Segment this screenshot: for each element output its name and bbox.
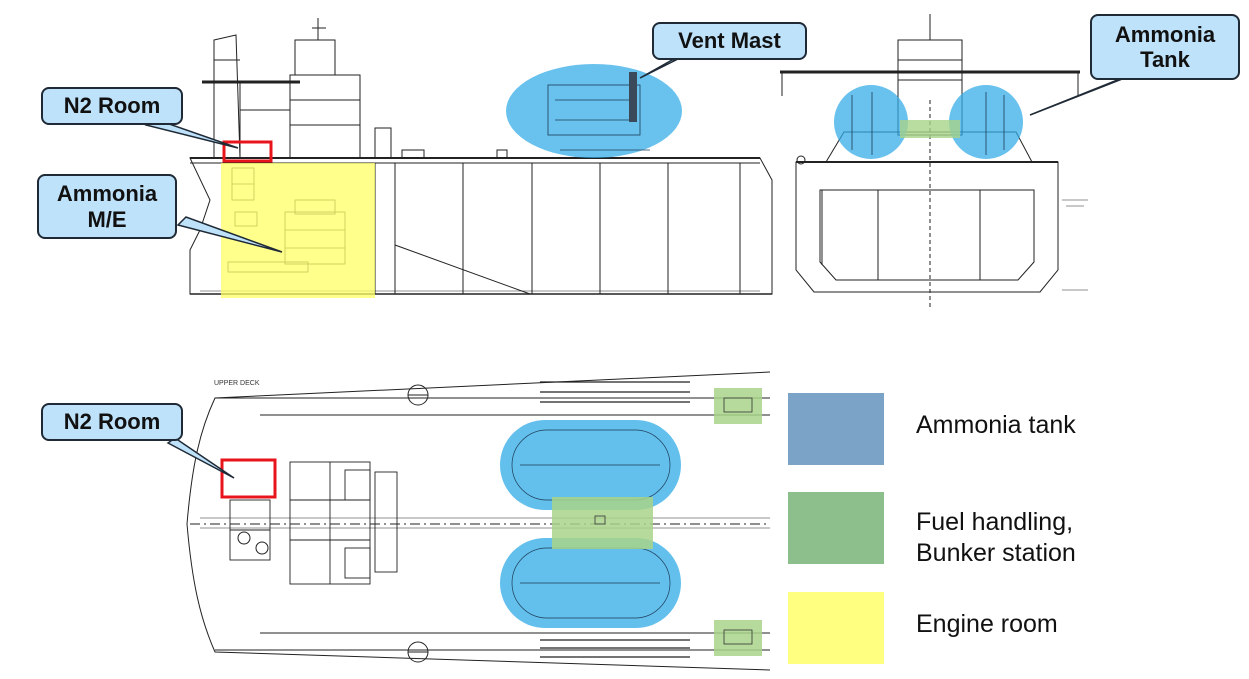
bulkheads: [374, 163, 741, 294]
ammonia-tanks-plan: [500, 420, 681, 628]
fuel-handling-room-plan: [552, 497, 653, 549]
legend-swatch-fuel-handling: [788, 492, 884, 564]
plan-accommodation: [229, 461, 398, 585]
vent-mast-callout: Vent Mast: [652, 22, 807, 60]
legend-swatch-ammonia-tank: [788, 393, 884, 465]
funnel: [213, 34, 241, 159]
plan-view: [186, 371, 771, 671]
ammonia-me-callout: Ammonia M/E: [37, 174, 177, 239]
n2-room-callout-plan: N2 Room: [41, 403, 183, 441]
legend-swatch-engine-room: [788, 592, 884, 664]
fuel-handling-section: [900, 120, 960, 138]
callout-pointers: [144, 57, 1141, 479]
ammonia-tanks-section: [834, 85, 1023, 159]
plan-hull-outline: [186, 371, 771, 671]
section-hull: [795, 161, 1059, 293]
engine-room-highlight: [221, 163, 375, 298]
bunker-station-starboard: [714, 620, 762, 656]
walkways: [540, 381, 690, 658]
legend-label-engine-room: Engine room: [916, 610, 1058, 638]
n2-room-box-side: [222, 140, 273, 163]
legend-label-fuel-handling: Fuel handling, Bunker station: [916, 508, 1076, 568]
vent-mast: [629, 72, 637, 122]
ammonia-tank-callout: Ammonia Tank: [1090, 14, 1240, 80]
upper-deck-label: UPPER DECK: [214, 380, 260, 387]
ammonia-tank-side: [506, 64, 682, 158]
legend-label-ammonia-tank: Ammonia tank: [916, 411, 1076, 439]
bunker-station-port: [714, 388, 762, 424]
midship-section-view: [780, 14, 1088, 310]
accommodation-block: [289, 74, 361, 159]
n2-room-callout-side: N2 Room: [41, 87, 183, 125]
n2-room-box-plan: [220, 458, 277, 499]
